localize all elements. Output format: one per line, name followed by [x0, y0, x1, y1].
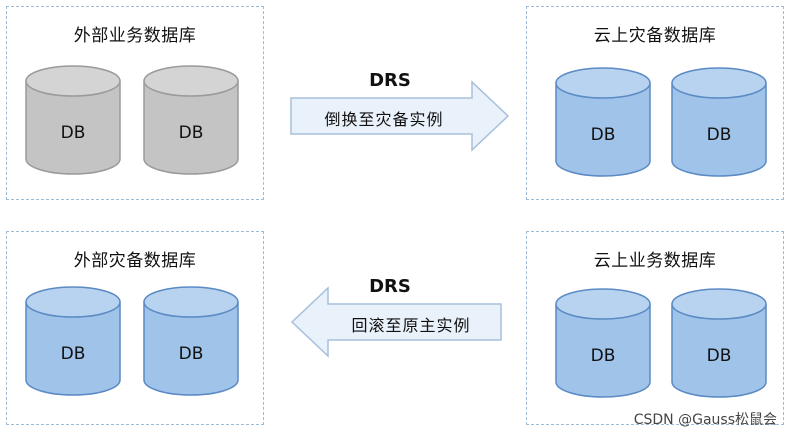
rollback-text: 回滚至原主实例 [351, 316, 471, 335]
cylinder-blue [671, 288, 767, 398]
box-title: 外部灾备数据库 [73, 251, 197, 271]
box-title: 云上业务数据库 [593, 251, 717, 271]
box-title: 云上灾备数据库 [593, 26, 717, 46]
cylinder-blue [555, 67, 651, 177]
box-title: 外部业务数据库 [73, 26, 197, 46]
db-label: DB [60, 344, 86, 364]
database-icon: DB [555, 67, 651, 177]
db-label: DB [60, 123, 86, 143]
database-icon: DB [671, 288, 767, 398]
cloud-business-db-box: 云上业务数据库 DB DB [526, 231, 784, 425]
watermark: CSDN @Gauss松鼠会 [633, 412, 777, 428]
database-icon: DB [143, 286, 239, 396]
cylinder-grey [143, 65, 239, 175]
cylinder-grey [25, 65, 121, 175]
cloud-dr-db-box: 云上灾备数据库 DB DB [526, 6, 784, 200]
right-arrow-icon [290, 80, 510, 152]
bottom-drs-label: DRS [369, 276, 411, 297]
cylinder-blue [25, 286, 121, 396]
switchover-text: 倒换至灾备实例 [324, 110, 444, 129]
db-label: DB [706, 125, 732, 145]
rollback-arrow: 回滚至原主实例 [290, 286, 502, 358]
db-label: DB [706, 346, 732, 366]
db-label: DB [178, 123, 204, 143]
database-icon: DB [25, 65, 121, 175]
db-label: DB [590, 346, 616, 366]
db-label: DB [178, 344, 204, 364]
cylinder-blue [555, 288, 651, 398]
external-business-db-box: 外部业务数据库 DB DB [6, 6, 264, 200]
cylinder-blue [143, 286, 239, 396]
switchover-arrow: 倒换至灾备实例 [290, 80, 510, 152]
db-label: DB [590, 125, 616, 145]
database-icon: DB [671, 67, 767, 177]
left-arrow-icon [290, 286, 502, 358]
database-icon: DB [25, 286, 121, 396]
top-drs-label: DRS [369, 70, 411, 91]
database-icon: DB [143, 65, 239, 175]
database-icon: DB [555, 288, 651, 398]
cylinder-blue [671, 67, 767, 177]
external-dr-db-box: 外部灾备数据库 DB DB [6, 231, 264, 425]
